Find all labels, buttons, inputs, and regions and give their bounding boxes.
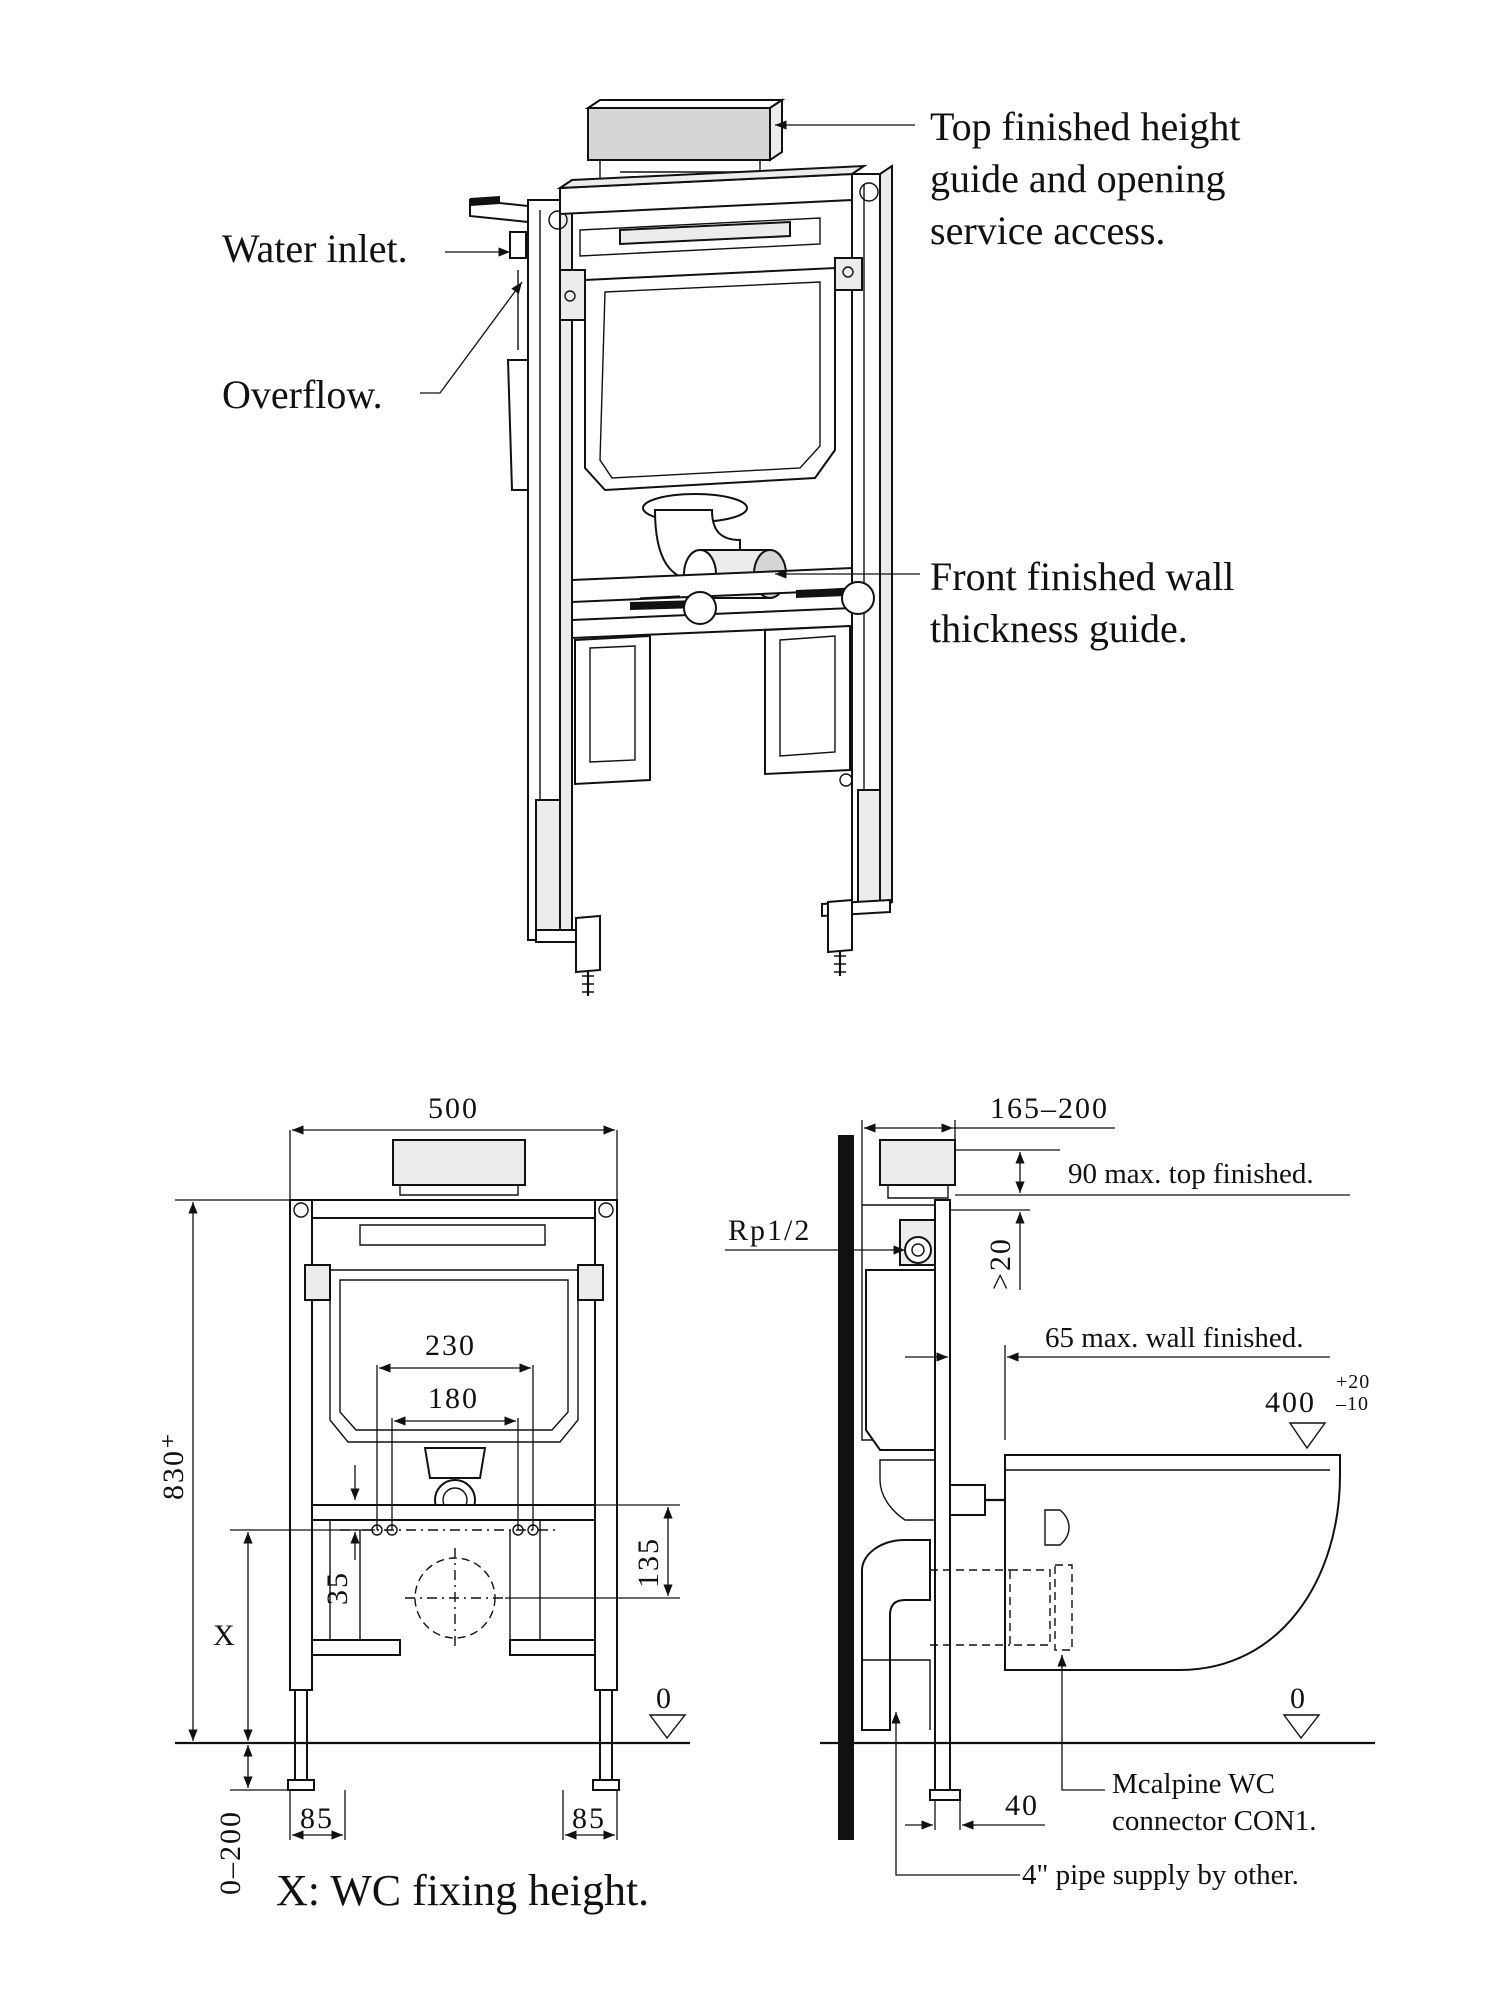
side-elevation-view: 0 400 +20 –10 165–200 90 max. top finish… — [725, 1092, 1375, 1891]
side-zero-marker — [1282, 1714, 1321, 1740]
pipe-supply-note: 4" pipe supply by other. — [1022, 1859, 1299, 1891]
side-zero-label: 0 — [1290, 1682, 1307, 1715]
dim-min-gap: >20 — [984, 1237, 1017, 1290]
callout-overflow: Overflow. — [222, 372, 383, 417]
callout-front-guide-line2: thickness guide. — [930, 606, 1188, 651]
dim-depth-165-200: 165–200 — [990, 1092, 1109, 1125]
dim-leg-adjust: 0–200 — [214, 1810, 247, 1895]
dim-spacing-180: 180 — [428, 1382, 479, 1415]
callout-water-inlet: Water inlet. — [222, 226, 408, 271]
dim-pan-tol-plus: +20 — [1336, 1371, 1370, 1393]
callout-top-guide-line2: guide and opening — [930, 156, 1226, 201]
fixing-height-caption: X: WC fixing height. — [276, 1866, 649, 1915]
dim-leg-offset-40: 40 — [1005, 1789, 1039, 1822]
leader-overflow — [420, 281, 523, 394]
front-top-box — [392, 1139, 526, 1186]
dim-thread-rp12: Rp1/2 — [728, 1214, 811, 1247]
callout-top-guide-line3: service access. — [930, 208, 1165, 253]
front-left-upright — [289, 1199, 313, 1691]
front-right-upright — [594, 1199, 618, 1691]
dim-pan-tol-minus: –10 — [1335, 1393, 1369, 1415]
front-zero-marker — [648, 1714, 687, 1740]
wc-pan — [1004, 1454, 1341, 1671]
dim-foot-left-85: 85 — [300, 1802, 334, 1835]
connector-note-line1: Mcalpine WC — [1112, 1768, 1275, 1800]
wall-section — [838, 1135, 854, 1840]
dim-width-500: 500 — [428, 1092, 479, 1125]
top-rail — [556, 164, 868, 257]
dim-foot-right-85: 85 — [572, 1802, 606, 1835]
front-zero-label: 0 — [656, 1682, 673, 1715]
inlet-fittings — [469, 196, 529, 491]
dim-fixing-height-x: X — [213, 1619, 237, 1652]
callout-front-guide-line1: Front finished wall — [930, 554, 1234, 599]
dim-pan-height: 400 — [1265, 1386, 1316, 1419]
top-height-guide-box — [584, 98, 786, 180]
callout-top-guide-line1: Top finished height — [930, 104, 1241, 149]
dim-wall-finished: 65 max. wall finished. — [1045, 1322, 1304, 1354]
dim-spacing-230: 230 — [425, 1329, 476, 1362]
dim-pipe-offset-35: 35 — [321, 1571, 354, 1605]
lower-brackets — [574, 624, 853, 787]
cistern — [559, 257, 863, 492]
isometric-frame-view: Top finished height guide and opening se… — [222, 98, 1241, 996]
feet — [575, 898, 853, 996]
front-elevation-view: 0 500 830⁺ X 0–200 35 135 230 180 — [157, 1092, 690, 1895]
dim-outlet-height-135: 135 — [632, 1537, 665, 1588]
connector-note-line2: connector CON1. — [1112, 1805, 1317, 1837]
dim-top-finished: 90 max. top finished. — [1068, 1158, 1314, 1190]
dim-height-830: 830⁺ — [157, 1431, 190, 1500]
side-upright — [934, 1199, 951, 1791]
